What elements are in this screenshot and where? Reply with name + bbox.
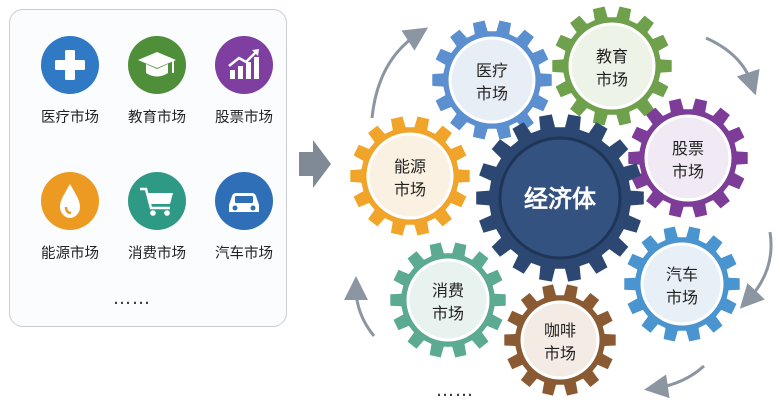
gear-label-line1: 咖啡 xyxy=(544,321,576,340)
rotation-arrow xyxy=(739,231,773,309)
gear-label-line2: 市场 xyxy=(432,304,464,323)
more-ellipsis: …… xyxy=(436,380,474,401)
category-energy[interactable]: 能源市场 xyxy=(26,172,114,263)
gear-face xyxy=(644,114,732,202)
gear-label-line1: 医疗 xyxy=(476,61,508,80)
graduation-cap-icon xyxy=(128,36,186,94)
gear-face xyxy=(406,258,490,342)
car-icon xyxy=(215,172,273,230)
category-stock[interactable]: 股票市场 xyxy=(200,36,288,127)
market-gear[interactable]: 教育市场 xyxy=(552,6,672,126)
gear-label-line2: 市场 xyxy=(672,162,704,181)
gear-label-line2: 市场 xyxy=(544,344,576,363)
gear-face xyxy=(568,22,656,110)
gear-label-line2: 市场 xyxy=(476,84,508,103)
gear-label-line2: 市场 xyxy=(666,288,698,307)
gear-face xyxy=(520,300,600,380)
stock-chart-icon xyxy=(215,36,273,94)
rotation-arrow xyxy=(644,364,706,399)
category-education[interactable]: 教育市场 xyxy=(113,36,201,127)
gear-label-line1: 股票 xyxy=(672,139,704,158)
gear-label-line1: 能源 xyxy=(394,157,426,176)
gear-face xyxy=(640,242,724,326)
gear-face xyxy=(448,36,536,124)
medical-cross-icon xyxy=(41,36,99,94)
gear-label-line1: 汽车 xyxy=(666,265,698,284)
flame-drop-icon xyxy=(41,172,99,230)
shopping-cart-icon xyxy=(128,172,186,230)
market-gear[interactable]: 消费市场 xyxy=(390,242,506,358)
rotation-arrow xyxy=(705,36,760,96)
category-medical[interactable]: 医疗市场 xyxy=(26,36,114,127)
gear-label-line1: 教育 xyxy=(596,47,628,66)
gear-label-line1: 消费 xyxy=(432,281,464,300)
gear-label-line2: 市场 xyxy=(596,70,628,89)
gear-face xyxy=(366,132,454,220)
more-ellipsis: …… xyxy=(113,288,151,309)
market-gear[interactable]: 股票市场 xyxy=(628,98,748,218)
category-label: 汽车市场 xyxy=(215,246,273,262)
category-label: 股票市场 xyxy=(215,110,273,126)
category-auto[interactable]: 汽车市场 xyxy=(200,172,288,263)
market-gear[interactable]: 汽车市场 xyxy=(624,226,740,342)
category-label: 能源市场 xyxy=(41,246,99,262)
market-gear[interactable]: 医疗市场 xyxy=(432,20,552,140)
hub-gear-face xyxy=(498,136,622,260)
rotation-arrow xyxy=(344,276,376,337)
category-label: 消费市场 xyxy=(128,246,186,262)
category-label: 教育市场 xyxy=(128,110,186,126)
category-label: 医疗市场 xyxy=(41,110,99,126)
gear-label-line2: 市场 xyxy=(394,180,426,199)
arrow-right-icon xyxy=(299,140,331,188)
hub-gear xyxy=(476,114,644,282)
rotation-arrow xyxy=(370,27,429,119)
category-consumer[interactable]: 消费市场 xyxy=(113,172,201,263)
hub-label: 经济体 xyxy=(524,185,597,213)
category-panel: 医疗市场 教育市场 股票市场 能源市场 消费市场 汽车市场 …… xyxy=(9,9,287,327)
market-gear[interactable]: 能源市场 xyxy=(350,116,470,236)
